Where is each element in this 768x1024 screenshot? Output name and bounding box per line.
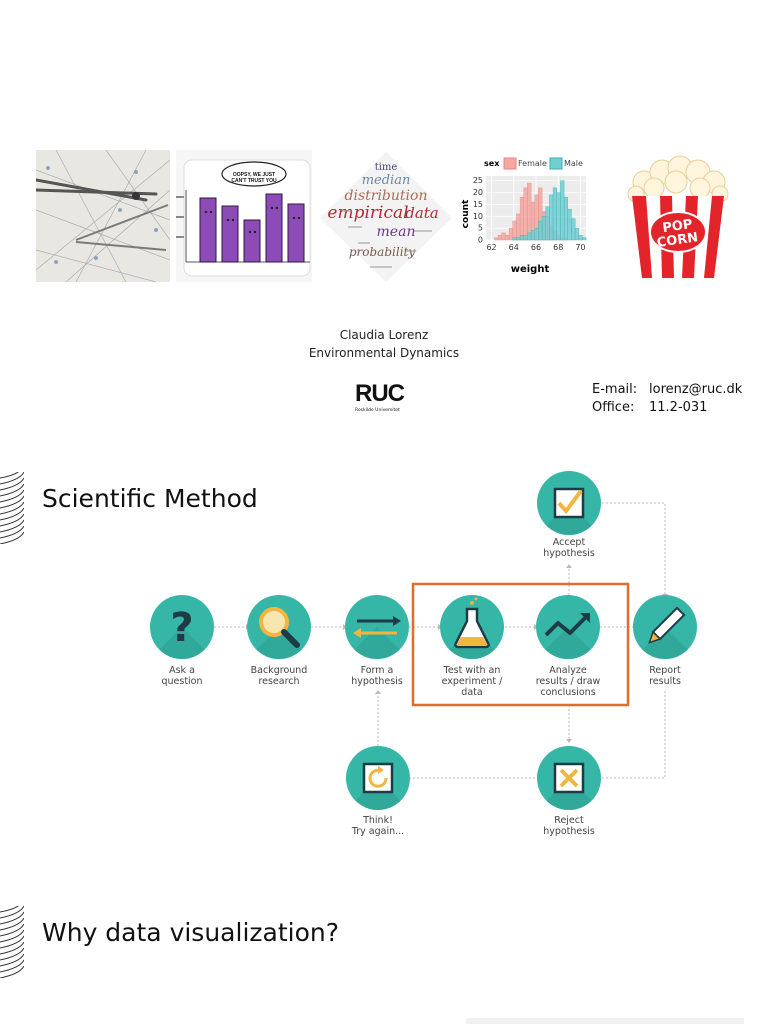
step-background-research [247,595,311,659]
retry-icon [362,762,394,794]
step-analyze-results [536,595,600,659]
step-test-experiment [440,595,504,659]
author-name: Claudia Lorenz [339,328,429,342]
sticker-speech-text: OOPSY, WE JUST CAN'T TRUST YOU [231,172,277,184]
y-tick-label: 5 [478,224,483,233]
cloud-word-distribution: distribution [345,188,428,204]
label-ask-question: Ask a question [161,665,203,687]
section-title-why-dataviz: Why data visualization? [42,918,339,947]
email-link[interactable]: lorenz@ruc.dk [649,382,743,397]
histogram-bar-male [582,237,587,241]
ruc-logo-subtitle: Roskilde Universitet [355,408,400,413]
trend-chart-icon [544,613,590,637]
x-tick-label: 62 [486,243,496,252]
histogram-svg: sex Female Male count weight 0 5 10 15 20 25 6… [461,157,587,275]
step-report-results [633,595,697,659]
cartoon-bar-chart: OOPSY, WE JUST CAN'T TRUST YOU [176,150,312,282]
x-tick-label: 70 [575,243,585,252]
email-label: E-mail: [592,382,638,397]
question-mark-icon: ? [170,605,193,651]
x-tick-label: 64 [509,243,519,252]
magnifier-icon [259,607,300,648]
cropped-image-edge [466,1018,744,1024]
label-form-hypothesis: Form a hypothesis [351,665,403,687]
ruc-logo-text: RUC [355,380,405,407]
label-analyze-results: Analyze results / draw conclusions [535,665,601,698]
legend-swatch-female [503,157,517,170]
label-report-results: Report results [649,665,681,687]
flask-icon [454,597,490,649]
cloud-word-empirical: empirical [327,203,408,223]
x-tick-label: 66 [531,243,541,252]
legend-label-female: Female [518,159,547,168]
cloud-word-data: data [405,204,439,222]
label-reject-hypothesis: Reject hypothesis [543,815,595,837]
popcorn-label-corn: CORN [656,230,699,251]
y-tick-label: 20 [473,188,483,197]
y-tick-label: 10 [473,212,483,221]
popcorn-label-pop: POP [662,217,694,236]
step-think-again [346,746,410,810]
checkbox-cross-icon [553,762,585,794]
legend-label-male: Male [564,159,583,168]
section-marker-1 [0,472,24,544]
y-tick-label: 25 [473,176,483,185]
cloud-word-median: median [362,173,411,188]
y-axis-label: count [461,199,471,228]
pencil-icon [648,606,686,644]
svg-text:?: ? [170,605,193,651]
legend-title: sex [484,159,500,168]
label-accept-hypothesis: Accept hypothesis [543,537,595,559]
office-value: 11.2-031 [649,400,708,415]
section-title-scientific-method: Scientific Method [42,484,258,513]
step-accept-hypothesis [537,471,601,535]
step-reject-hypothesis [537,746,601,810]
step-form-hypothesis [345,595,409,659]
contact-block: E-mail: lorenz@ruc.dk Office: 11.2-031 [592,382,762,418]
weight-histogram: sex Female Male count weight 0 5 10 15 20 25 6… [458,152,592,278]
x-tick-label: 68 [553,243,563,252]
y-tick-label: 0 [478,236,483,245]
cloud-word-mean: mean [377,224,416,240]
checkbox-checked-icon [553,487,585,519]
legend-swatch-male [549,157,563,170]
x-axis-label: weight [511,264,550,275]
histogram-bar-male [574,227,579,241]
compass-photo [36,150,170,282]
label-think-again: Think! Try again... [351,815,405,837]
highlight-box [411,582,630,707]
label-test-experiment: Test with an experiment / data [441,665,503,698]
section-marker-2 [0,906,24,978]
cloud-word-probability: probability [349,245,415,259]
statistics-word-cloud: time median distribution empirical data … [318,150,454,282]
author-department: Environmental Dynamics [308,346,460,360]
y-tick-label: 15 [473,200,483,209]
office-label: Office: [592,400,635,415]
arrows-icon [353,616,401,638]
step-ask-question: ? [150,595,214,659]
popcorn-image: POP CORN [616,150,736,282]
label-background-research: Background research [250,665,308,687]
compass-drawing [36,150,170,282]
ruc-logo: RUC Roskilde Universitet [355,382,415,418]
cloud-word-time: time [375,162,398,173]
